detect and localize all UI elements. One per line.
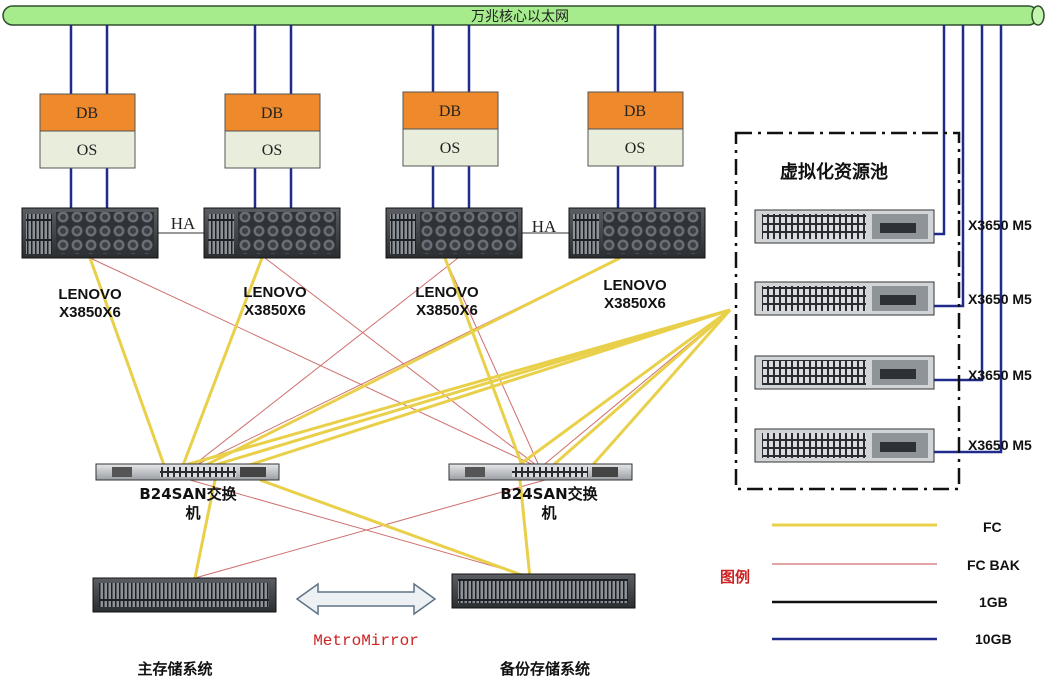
server-model-line2: X3850X6 — [416, 302, 478, 319]
server-model-line2: X3850X6 — [59, 304, 121, 321]
metromirror-arrow-icon — [295, 582, 437, 616]
virtual-pool-frame: 虚拟化资源池 — [734, 131, 961, 491]
legend-label: FC — [983, 519, 1002, 535]
os-label: OS — [77, 142, 97, 159]
os-box — [39, 130, 136, 169]
db-box — [224, 93, 321, 132]
db-box — [39, 93, 136, 132]
legend-label: 1GB — [979, 594, 1008, 610]
x3650-label: X3650 M5 — [968, 367, 1032, 383]
os-label: OS — [262, 142, 282, 159]
ha-label: HA — [171, 214, 196, 233]
x3650-label: X3650 M5 — [968, 217, 1032, 233]
x3650-label: X3650 M5 — [968, 291, 1032, 307]
db-label: DB — [261, 105, 283, 122]
x3850-server-4 — [568, 207, 706, 259]
legend-label: 10GB — [975, 631, 1012, 647]
san-switch-1 — [95, 463, 280, 481]
backbone-end-cap — [1031, 5, 1045, 26]
ha-label: HA — [532, 217, 557, 236]
fc-links — [88, 256, 732, 580]
ha-links: HA HA — [158, 214, 570, 236]
san-switch-label-line2: 机 — [541, 504, 556, 522]
legend: 图例 FC FC BAK 1GB 10GB — [720, 519, 1020, 647]
backup-storage-label: 备份存储系统 — [499, 660, 590, 678]
san-switch-labels: B24SAN交换 机 B24SAN交换 机 — [139, 485, 598, 522]
db-os-stack-4: DB OS — [587, 91, 684, 167]
legend-title: 图例 — [720, 568, 750, 586]
db-label: DB — [439, 103, 461, 120]
x3850-server-3 — [385, 207, 523, 259]
db-label: DB — [624, 103, 646, 120]
server-model-line1: LENOVO — [603, 277, 667, 294]
x3850-server-1 — [21, 207, 159, 259]
os-box — [587, 128, 684, 167]
san-switch-label-line2: 机 — [185, 504, 200, 522]
server-model-line2: X3850X6 — [604, 295, 666, 312]
db-os-stack-2: DB OS — [224, 93, 321, 169]
san-switch-label-line1: B24SAN交换 — [500, 485, 598, 503]
x3650-server-1 — [754, 209, 935, 244]
server-model-labels: LENOVO X3850X6 LENOVO X3850X6 LENOVO X38… — [58, 277, 667, 321]
db-box — [587, 91, 684, 130]
os-label: OS — [625, 140, 645, 157]
server-model-line2: X3850X6 — [244, 302, 306, 319]
db-label: DB — [76, 105, 98, 122]
x3650-server-2 — [754, 281, 935, 316]
x3850-server-2 — [203, 207, 341, 259]
virtual-pool-title: 虚拟化资源池 — [780, 161, 888, 183]
os-box — [224, 130, 321, 169]
backup-storage-array — [451, 573, 636, 609]
san-switch-2 — [448, 463, 633, 481]
primary-storage-label: 主存储系统 — [137, 660, 212, 678]
server-model-line1: LENOVO — [243, 284, 307, 301]
os-label: OS — [440, 140, 460, 157]
backbone-label: 万兆核心以太网 — [471, 9, 569, 25]
ten-gb-links — [69, 25, 1003, 454]
os-box — [402, 128, 499, 167]
db-os-stack-1: DB OS — [39, 93, 136, 169]
x3650-server-4 — [754, 428, 935, 463]
x3650-server-3 — [754, 355, 935, 390]
server-model-line1: LENOVO — [415, 284, 479, 301]
x3650-labels: X3650 M5 X3650 M5 X3650 M5 X3650 M5 — [968, 217, 1032, 453]
san-switch-label-line1: B24SAN交换 — [139, 485, 237, 503]
x3650-label: X3650 M5 — [968, 437, 1032, 453]
primary-storage-array — [92, 577, 277, 613]
db-box — [402, 91, 499, 130]
metromirror-label: MetroMirror — [313, 632, 419, 650]
legend-label: FC BAK — [967, 557, 1020, 573]
server-model-line1: LENOVO — [58, 286, 122, 303]
ethernet-backbone: 万兆核心以太网 — [2, 5, 1045, 26]
db-os-stack-3: DB OS — [402, 91, 499, 167]
